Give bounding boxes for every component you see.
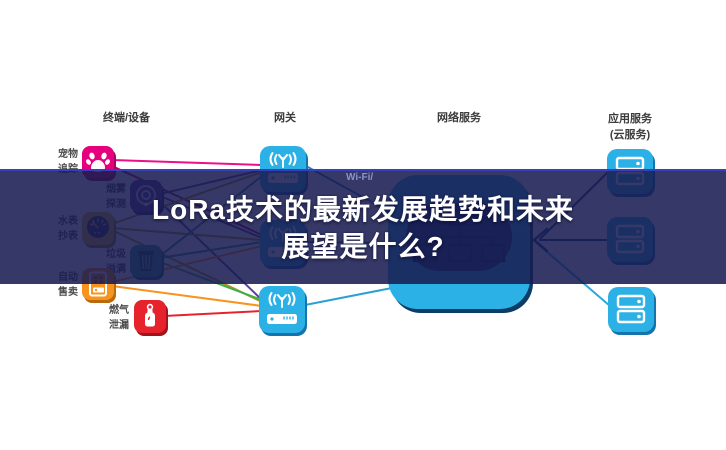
device-label-gas: 燃气泄漏 [109,305,129,331]
banner-title-line1: LoRa技术的最新发展趋势和未来 [151,193,574,225]
link-type-label: Wi-Fi/ [346,172,374,183]
column-header-network: 网络服务 [437,112,481,124]
app-server-icon-3 [608,287,654,332]
title-banner: LoRa技术的最新发展趋势和未来 展望是什么? [0,169,726,284]
application-header-line2: (云服务) [609,129,651,141]
column-header-gateway: 网关 [274,112,296,124]
gateway-icon-3 [259,286,305,333]
gas-leak-icon [134,300,166,333]
column-header-application: 应用服务 (云服务) [608,110,652,142]
column-header-devices: 终端/设备 [103,112,151,124]
application-header-line1: 应用服务 [608,113,652,125]
banner-title-line2: 展望是什么? [281,230,445,262]
